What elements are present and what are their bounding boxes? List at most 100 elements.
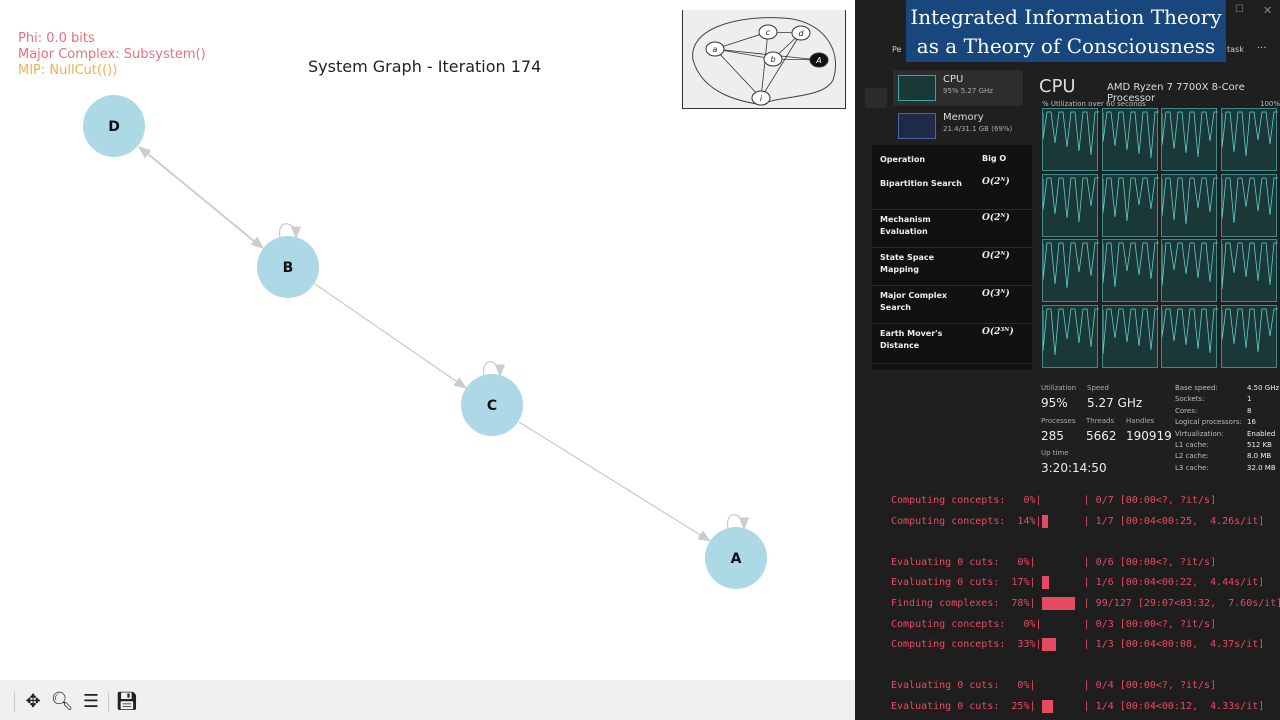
progress-bar (1041, 597, 1075, 610)
sidebar-icon[interactable] (865, 88, 887, 108)
inset-node-label: A (815, 56, 821, 65)
operation-name: Bipartition Search (880, 179, 962, 188)
processes-value: 285 (1041, 429, 1064, 443)
inset-node (751, 90, 771, 106)
core-graph (1101, 304, 1159, 368)
progress-bar-slot (1041, 700, 1084, 713)
core-graph (1220, 108, 1278, 171)
cpu-model: AMD Ryzen 7 7700X 8-Core Processor (1107, 82, 1245, 104)
edge-b-c (314, 283, 468, 389)
performance-tab[interactable]: Pe (892, 45, 902, 54)
progress-bar (1041, 514, 1048, 528)
speed-label: Speed (1087, 384, 1109, 392)
progress-stats: | 0/7 [00:00<?, ?it/s] (1083, 495, 1217, 506)
spec-label: L3 cache: (1175, 463, 1209, 472)
inset-node-label: b (770, 55, 775, 64)
spec-label: Cores: (1175, 406, 1198, 415)
progress-bar-slot (1042, 679, 1084, 692)
core-graph (1042, 173, 1099, 237)
big-o-value: O(2ᴺ) (982, 177, 1010, 187)
spec-value: 1 (1247, 395, 1252, 404)
inset-node (758, 24, 778, 40)
run-task-button[interactable]: task (1227, 45, 1244, 54)
pan-icon[interactable]: ✥ (25, 690, 41, 712)
progress-bar-slot (1041, 597, 1084, 610)
node-label: B (283, 260, 294, 276)
utilization-label: Utilization (1041, 384, 1077, 392)
plot-window: Phi: 0.0 bits Major Complex: Subsystem()… (0, 10, 855, 720)
inset-node-label: i (760, 94, 763, 103)
progress-stats: | 1/7 [00:04<00:25, 4.26s/it] (1083, 515, 1265, 527)
cpu-sparkline (898, 75, 936, 101)
big-o-value: O(2ᴺ) (982, 251, 1010, 261)
sidebar-sub: 21.4/31.1 GB (69%) (943, 125, 1013, 133)
core-graph (1042, 304, 1099, 368)
node-label: A (731, 551, 742, 567)
progress-label: Evaluating 0 cuts: 25%| (891, 701, 1036, 712)
inset-node-label: d (798, 29, 804, 38)
progress-bar-slot (1041, 514, 1084, 528)
utilization-value: 95% (1041, 396, 1068, 410)
spec-value: 8.0 MB (1247, 452, 1272, 461)
mip-label: MIP: NullCut(()) (18, 63, 118, 78)
progress-stats: | 0/3 [00:00<?, ?it/s] (1083, 618, 1217, 630)
big-o-value: O(2³ᴺ) (982, 327, 1014, 337)
close-icon[interactable]: ✕ (1263, 4, 1273, 17)
progress-bar-slot (1042, 494, 1084, 507)
core-graph (1161, 108, 1218, 171)
node-c (461, 374, 523, 436)
progress-label: Evaluating 0 cuts: 0%| (891, 556, 1036, 568)
sidebar-sub: 95% 5.27 GHz (943, 87, 993, 95)
core-graph (1101, 173, 1159, 237)
handles-label: Handles (1126, 417, 1155, 425)
spec-label: L2 cache: (1175, 452, 1209, 461)
progress-label: Evaluating 0 cuts: 0%| (891, 680, 1036, 692)
core-graph (1042, 239, 1099, 302)
threads-value: 5662 (1086, 429, 1117, 443)
terminal-output: Computing concepts: 0%| | 0/7 [00:00<?, ?… (855, 490, 1280, 720)
self-loop-b (278, 223, 302, 240)
uptime-value: 3:20:14:50 (1041, 461, 1107, 475)
table-header: Operation Big O (872, 154, 1032, 174)
inset-node (763, 51, 783, 67)
progress-line: Computing concepts: 33%|| 1/3 [00:04<00:… (891, 637, 1264, 652)
progress-label: Finding complexes: 78%| (891, 598, 1036, 609)
core-graph (1161, 173, 1218, 237)
progress-label: Evaluating 0 cuts: 17%| (891, 577, 1036, 589)
task-manager-panel: ☐ ✕ Pe task ... Integrated Information T… (855, 0, 1280, 720)
spec-label: Sockets: (1175, 395, 1205, 404)
progress-stats: | 1/6 [00:04<00:22, 4.44s/it] (1083, 577, 1265, 589)
progress-bar-slot (1041, 638, 1084, 652)
header-big-o: Big O (982, 154, 1007, 163)
core-graph (1161, 239, 1218, 302)
header-operation: Operation (880, 155, 926, 164)
plot-title: System Graph - Iteration 174 (308, 57, 542, 76)
progress-line: Computing concepts: 14%| | 1/7 [00:04<00:… (891, 514, 1264, 529)
progress-label: Computing concepts: 0%| (891, 618, 1042, 630)
sidebar-label: CPU (943, 74, 964, 85)
spec-value: 32.0 MB (1247, 463, 1276, 472)
sidebar-item-cpu[interactable]: CPU 95% 5.27 GHz (893, 70, 1023, 106)
major-complex-label: Major Complex: Subsystem() (18, 47, 206, 62)
progress-label: Computing concepts: 14%| (891, 515, 1042, 527)
configure-icon[interactable]: ☰ (82, 690, 100, 712)
inset-node-label: a (713, 45, 718, 54)
sidebar-item-memory[interactable]: Memory 21.4/31.1 GB (69%) (893, 108, 1023, 144)
spec-value: 8 (1247, 406, 1252, 415)
progress-bar (1041, 700, 1053, 713)
maximize-icon[interactable]: ☐ (1235, 4, 1244, 15)
node-b (257, 236, 319, 298)
more-button[interactable]: ... (1257, 40, 1267, 51)
progress-line: Evaluating 0 cuts: 25%|| 1/4 [00:04<00:1… (891, 699, 1264, 714)
core-graph (1220, 239, 1278, 302)
node-d (83, 95, 145, 157)
table-row: Bipartition Search O(2ᴺ) (872, 174, 1032, 210)
self-loop-c (482, 361, 506, 378)
zoom-icon[interactable]: 🔍︎ (50, 690, 74, 712)
save-icon[interactable]: 💾︎ (115, 690, 139, 712)
progress-stats: | 0/4 [00:00<?, ?it/s] (1083, 680, 1217, 692)
inset-node-label: c (766, 28, 771, 37)
progress-stats: | 1/3 [00:04<00:08, 4.37s/it] (1083, 639, 1265, 651)
